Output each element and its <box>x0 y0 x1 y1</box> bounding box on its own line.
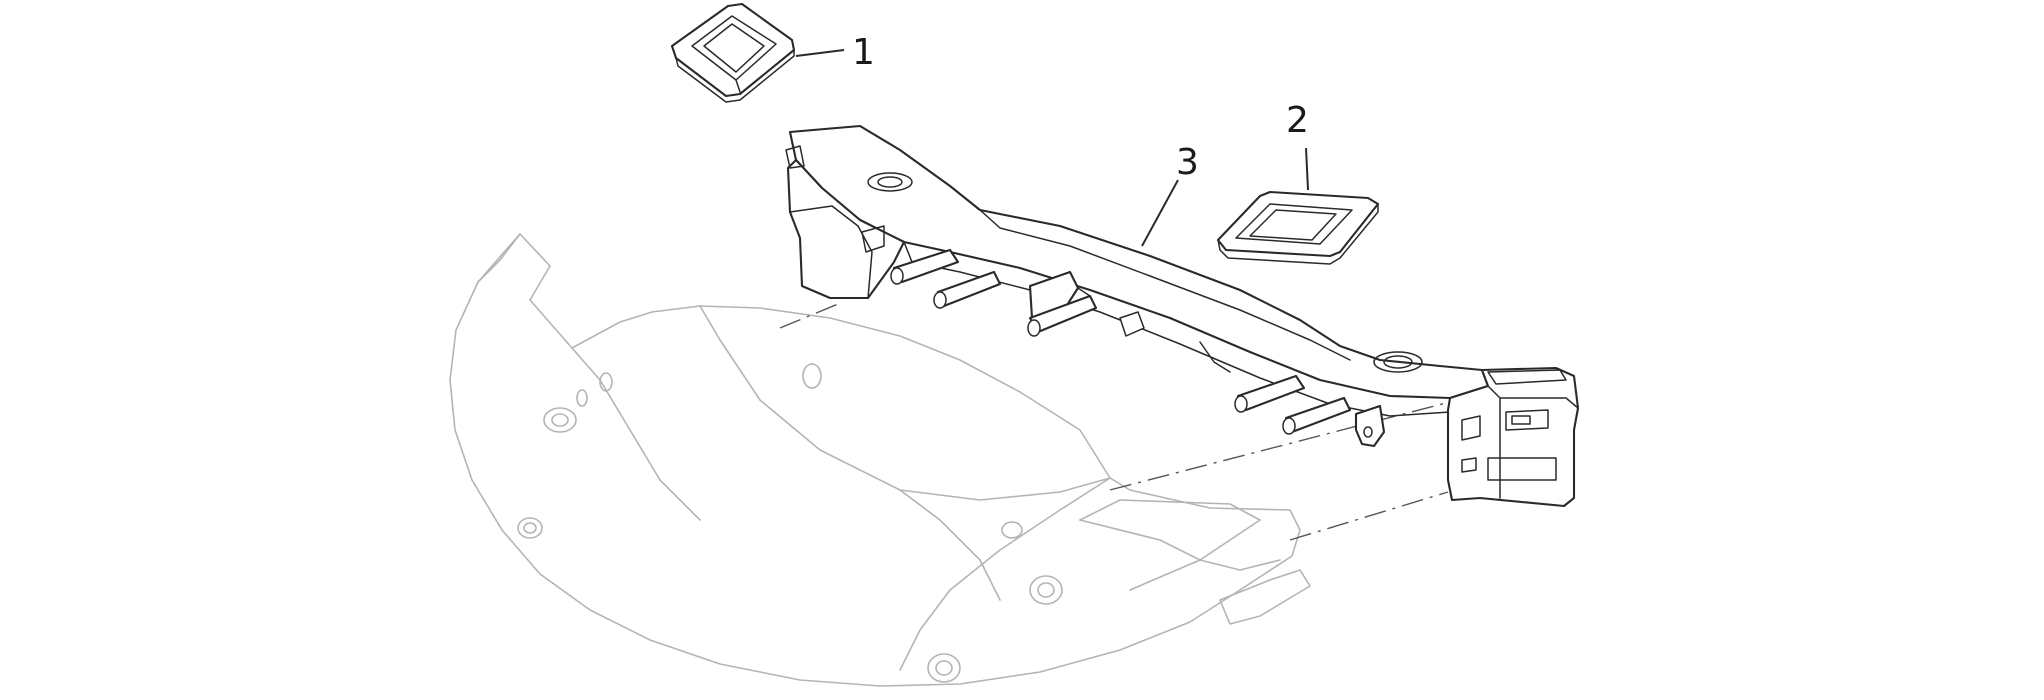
part-2-grommet <box>1216 190 1380 265</box>
part-3-frame <box>785 124 1580 508</box>
rear-body-shell <box>449 233 1311 687</box>
callout-leaders <box>795 49 1309 247</box>
leader-3 <box>1141 179 1179 247</box>
leader-1 <box>795 49 845 57</box>
callout-label-2: 2 <box>1286 100 1309 141</box>
assembly-guide-lines <box>779 303 1451 541</box>
leader-2 <box>1305 147 1309 191</box>
callout-label-1: 1 <box>852 32 875 73</box>
part-1-grommet <box>670 2 796 103</box>
callout-label-3: 3 <box>1176 142 1199 183</box>
